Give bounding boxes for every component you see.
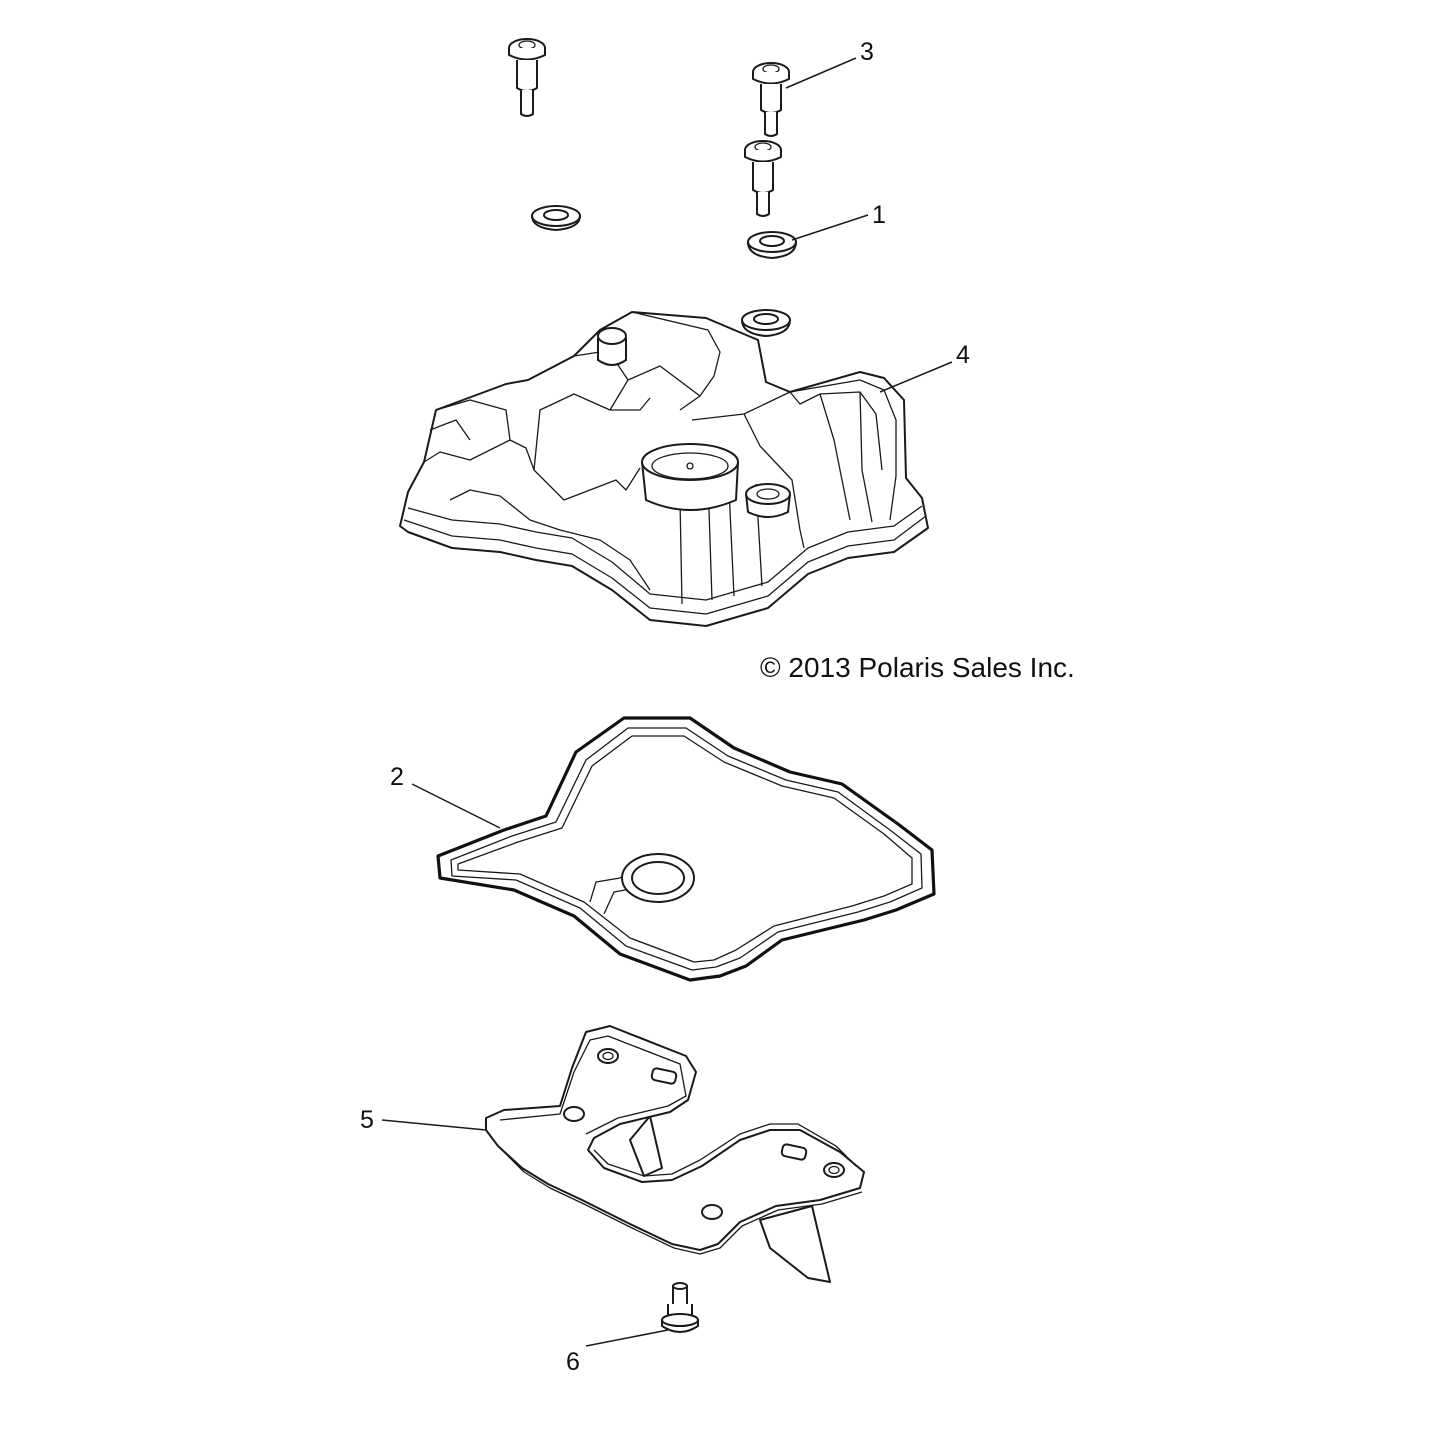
baffle-plate-icon (485, 1025, 865, 1283)
callout-6: 6 (566, 1348, 580, 1376)
grommet-icon (741, 309, 791, 337)
leader-line-5 (381, 1119, 487, 1131)
leader-line-6 (585, 1329, 669, 1347)
callout-4: 4 (956, 341, 970, 369)
leader-line-3 (785, 57, 857, 89)
gasket-icon (436, 716, 936, 982)
leader-line-2 (411, 783, 501, 829)
shoulder-bolt-icon (744, 140, 782, 217)
callout-3: 3 (860, 38, 874, 66)
grommet-icon (747, 231, 797, 259)
leader-line-4 (879, 361, 953, 393)
copyright-notice: © 2013 Polaris Sales Inc. (760, 652, 1075, 683)
flange-bolt-icon (661, 1282, 699, 1333)
callout-1: 1 (872, 201, 886, 229)
valve-cover-icon (399, 311, 929, 627)
grommet-icon (531, 205, 581, 231)
shoulder-bolt-icon (508, 38, 546, 117)
leader-line-1 (791, 214, 869, 241)
shoulder-bolt-icon (752, 62, 790, 137)
callout-2: 2 (390, 763, 404, 791)
callout-5: 5 (360, 1106, 374, 1134)
